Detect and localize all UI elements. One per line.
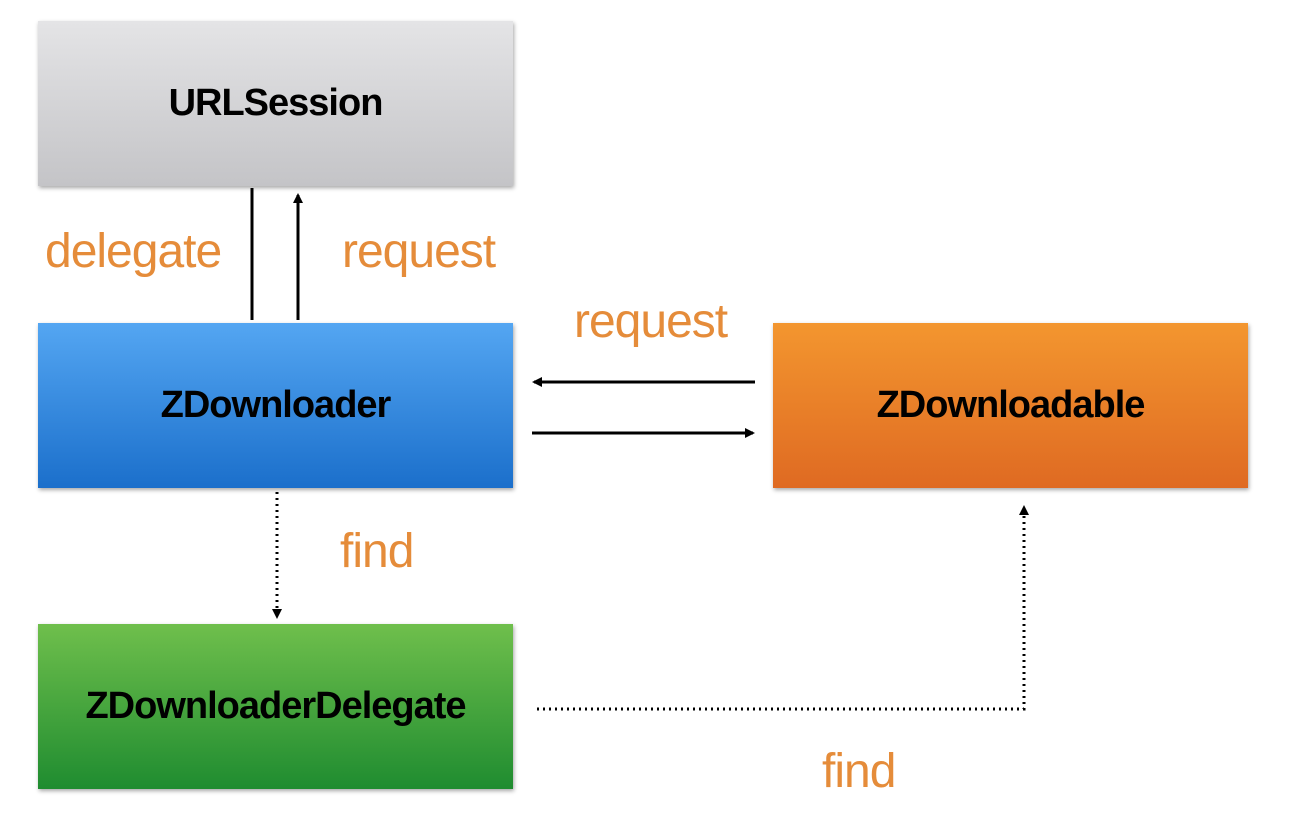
find-down-edge-label: find (340, 525, 414, 578)
delegate-edge-label: delegate (45, 225, 222, 278)
zdownloadable-node: ZDownloadable (773, 323, 1248, 488)
zdownloadable-node-label: ZDownloadable (876, 384, 1146, 426)
urlsession-node-label: URLSession (168, 82, 384, 124)
find-right-edge-label: find (822, 745, 896, 798)
zdownloader-node: ZDownloader (38, 323, 513, 488)
zdownloader-node-label: ZDownloader (160, 384, 392, 426)
urlsession-node: URLSession (38, 21, 513, 186)
request-right-edge-label: request (574, 295, 728, 348)
request-up-edge-label: request (342, 225, 496, 278)
find-right-path (537, 505, 1029, 711)
zdownloaderdelegate-node: ZDownloaderDelegate (38, 624, 513, 789)
zdownloaderdelegate-node-label: ZDownloaderDelegate (85, 685, 466, 727)
